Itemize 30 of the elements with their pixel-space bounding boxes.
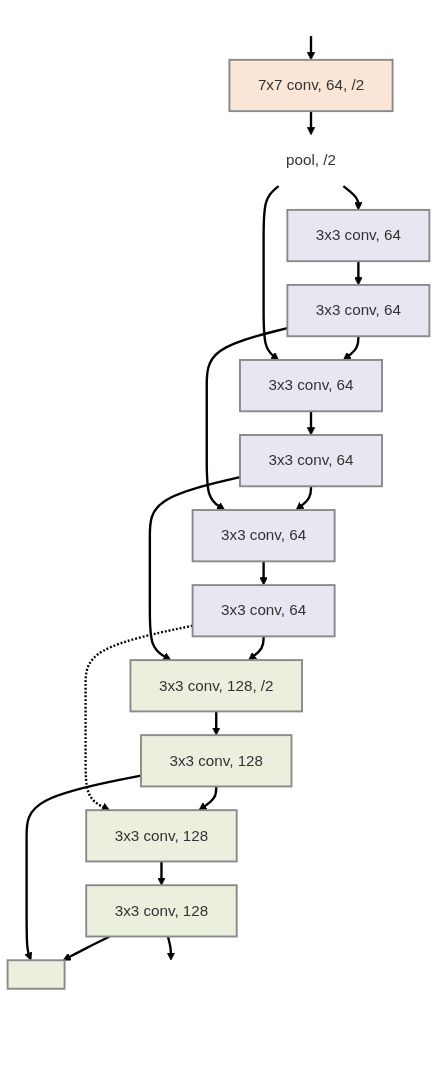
node-box: 3x3 conv, 128 bbox=[140, 734, 293, 788]
arrow bbox=[248, 636, 265, 661]
arrow bbox=[262, 185, 280, 361]
arrow bbox=[259, 561, 268, 586]
node-text: pool, /2 bbox=[286, 151, 336, 169]
node-box: 3x3 conv, 64 bbox=[191, 509, 336, 563]
node-box: 3x3 conv, 128, /2 bbox=[129, 659, 303, 713]
node-box: 3x3 conv, 64 bbox=[286, 208, 431, 263]
node-box: 3x3 conv, 64 bbox=[239, 359, 383, 413]
node-box: 3x3 conv, 64 bbox=[191, 584, 336, 638]
arrow bbox=[205, 327, 288, 511]
arrow bbox=[212, 711, 221, 736]
arrow bbox=[62, 935, 111, 961]
node-box: 3x3 conv, 64 bbox=[239, 434, 383, 488]
arrow bbox=[166, 936, 176, 961]
arrow bbox=[198, 786, 218, 811]
node-box: 3x3 conv, 128 bbox=[85, 884, 238, 938]
arrow bbox=[306, 111, 316, 136]
arrow bbox=[342, 185, 363, 211]
arrow bbox=[343, 336, 360, 361]
node-box: 3x3 conv, 64 bbox=[286, 284, 431, 338]
arrow bbox=[84, 624, 193, 811]
node-box bbox=[6, 959, 66, 990]
arrow bbox=[295, 486, 313, 511]
node-box: 7x7 conv, 64, /2 bbox=[228, 58, 394, 113]
arrow bbox=[306, 36, 316, 61]
arrow bbox=[306, 411, 316, 436]
arrow bbox=[354, 261, 363, 286]
arrow bbox=[157, 861, 166, 886]
node-box: 3x3 conv, 128 bbox=[85, 809, 238, 863]
